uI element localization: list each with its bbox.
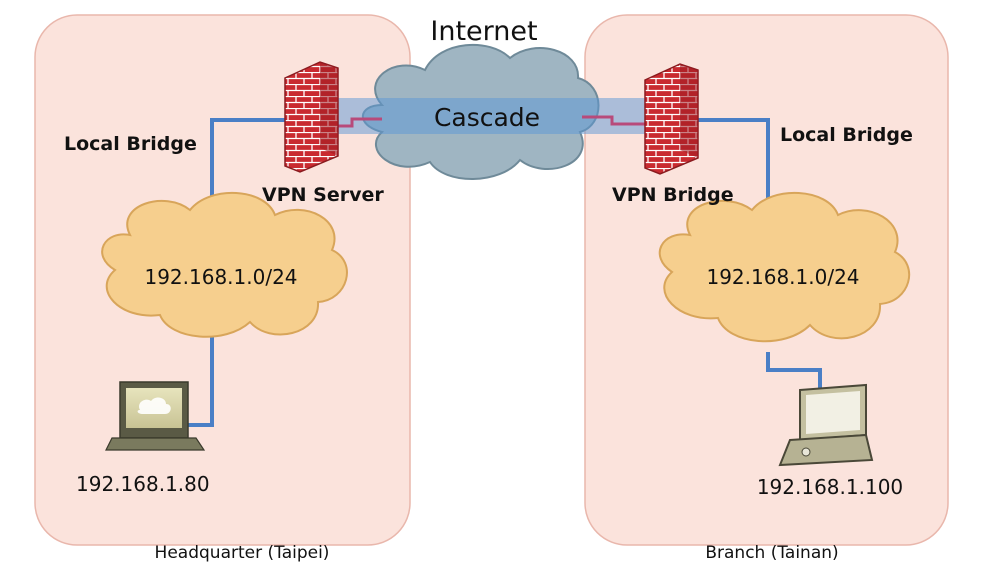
vpn-bridge-label: VPN Bridge xyxy=(612,184,734,206)
hq-computer-icon xyxy=(105,381,206,451)
hq-subnet-label: 192.168.1.0/24 xyxy=(144,265,297,289)
branch-subnet-cloud xyxy=(658,191,911,343)
branch-site-label: Branch (Tainan) xyxy=(705,543,838,563)
branch-laptop-icon xyxy=(778,383,874,467)
hq-bridge-link xyxy=(210,118,315,205)
branch-tunnel-link xyxy=(582,115,648,126)
vpn-server-firewall-icon xyxy=(284,61,339,173)
hq-host-ip-label: 192.168.1.80 xyxy=(76,472,210,496)
hq-site-label: Headquarter (Taipei) xyxy=(155,543,330,563)
branch-host-ip-label: 192.168.1.100 xyxy=(757,475,903,499)
vpn-server-label: VPN Server xyxy=(262,184,384,206)
branch-bridge-link xyxy=(670,118,770,205)
vpn-bridge-firewall-icon xyxy=(644,63,699,175)
branch-local-bridge-label: Local Bridge xyxy=(780,124,913,146)
hq-local-bridge-label: Local Bridge xyxy=(64,133,197,155)
hq-host-link xyxy=(188,330,214,427)
hq-subnet-cloud xyxy=(101,191,348,338)
branch-subnet-label: 192.168.1.0/24 xyxy=(706,265,859,289)
branch-host-link xyxy=(766,352,822,388)
hq-tunnel-link xyxy=(330,117,382,128)
cascade-label: Cascade xyxy=(434,103,540,132)
internet-title: Internet xyxy=(430,16,537,47)
